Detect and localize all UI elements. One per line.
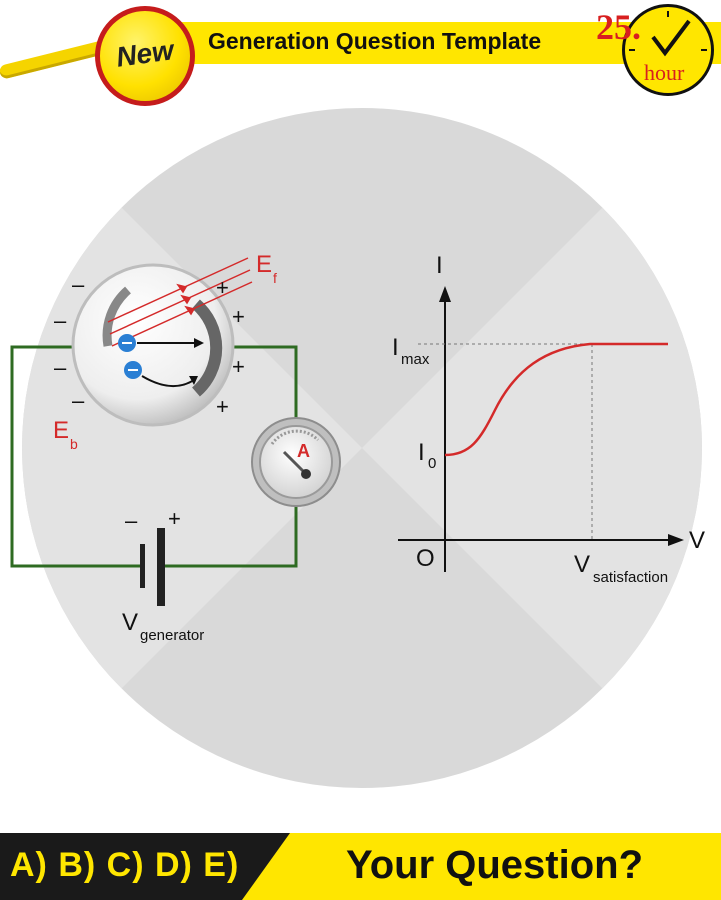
current-voltage-curve [444,342,668,457]
page-title: Generation Question Template [208,28,542,54]
imax-label: I [392,334,399,361]
background-disc [22,108,702,788]
incident-field-lines [107,257,253,347]
clock-icon [622,4,714,96]
x-axis-label: V [689,527,705,554]
generator-label: V [122,609,138,636]
new-badge [95,6,195,106]
charge-plus-3: + [232,354,245,379]
electron-path-curved [141,375,195,387]
battery-plus-sign: + [168,506,181,531]
field-label: E [256,251,272,278]
back-field-label: E [53,417,69,444]
ammeter-label: A [297,441,310,461]
charge-minus-2: – [54,308,67,333]
hours-number: 25. [596,7,641,47]
electron-1 [118,334,136,352]
battery-minus-sign: – [125,508,138,533]
charge-minus-3: – [54,355,67,380]
imax-subscript: max [401,351,430,368]
charge-minus-1: – [72,272,85,297]
guide-lines [418,343,593,540]
checkmark-icon [651,19,691,57]
generator-subscript: generator [140,627,204,644]
hours-label: hour [644,60,685,85]
circuit-wire [10,345,298,568]
charge-plus-4: + [216,394,229,419]
i0-subscript: 0 [428,455,436,472]
y-axis-arrow [439,286,451,302]
charge-plus-1: + [216,275,229,300]
y-axis-label: I [436,252,443,279]
answer-options: A) B) C) D) E) [10,846,240,884]
ammeter [251,417,341,507]
i0-label: I [418,439,425,466]
footer-question-band [242,833,721,900]
photocell-anode [102,286,132,347]
origin-label: O [416,545,435,572]
charge-plus-2: + [232,304,245,329]
photocell-cathode [191,299,223,397]
electron-2 [124,361,142,379]
battery-symbol [140,528,165,606]
charge-minus-4: – [72,388,85,413]
x-axis-arrow [668,534,684,546]
field-subscript: f [273,270,277,286]
back-field-subscript: b [70,436,78,452]
vsat-label: V [574,551,590,578]
vsat-subscript: satisfaction [593,569,668,586]
question-prompt: Your Question? [346,843,644,887]
graph-axes [398,296,676,572]
